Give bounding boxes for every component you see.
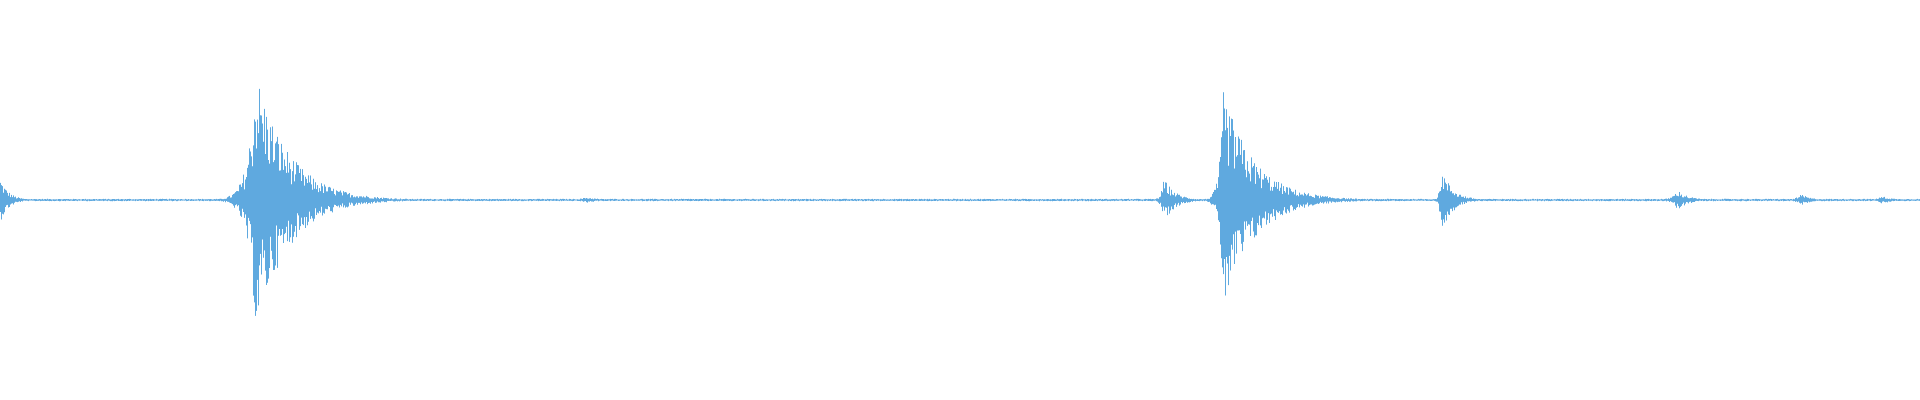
- waveform-path: [0, 88, 1920, 316]
- waveform-samples: [0, 88, 1920, 316]
